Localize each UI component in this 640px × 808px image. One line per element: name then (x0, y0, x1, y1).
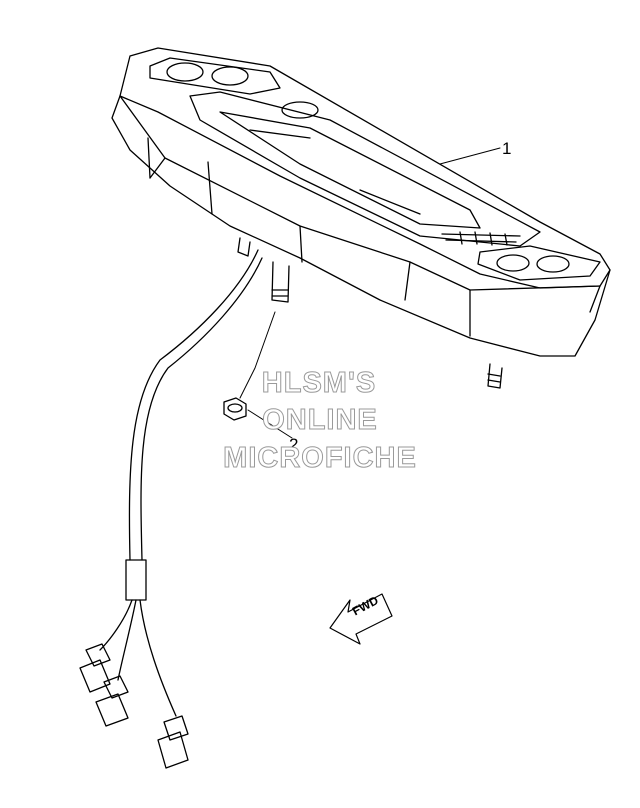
wire-harness (99, 249, 263, 717)
mounting-stud (237, 237, 503, 389)
flange-nut (223, 311, 293, 439)
meter-assembly (111, 47, 611, 357)
watermark-line-2: ONLINE (262, 404, 378, 436)
watermark-line-1: HLSM'S (261, 367, 377, 399)
wire-connector (79, 643, 189, 769)
watermark-line-3: MICROFICHE (223, 442, 417, 474)
callout-part-2: 2 (289, 435, 299, 454)
forward-arrow (329, 593, 393, 645)
callout-part-1: 1 (502, 139, 512, 158)
